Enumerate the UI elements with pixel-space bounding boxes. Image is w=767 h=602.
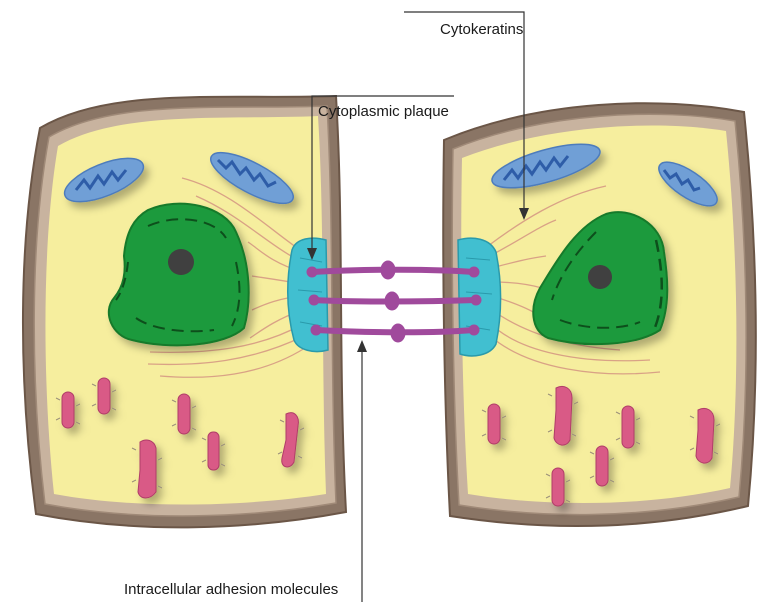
- adhesion-molecules: [307, 261, 481, 342]
- adhesion-molecules-leader-arrow: [357, 340, 367, 352]
- left-cytoplasmic-plaque: [288, 238, 328, 351]
- label-intracellular-adhesion-molecules: Intracellular adhesion molecules: [124, 581, 338, 598]
- label-cytokeratins: Cytokeratins: [440, 21, 523, 38]
- label-cytoplasmic-plaque: Cytoplasmic plaque: [318, 103, 449, 120]
- right-nucleolus: [588, 265, 612, 289]
- left-nucleolus: [168, 249, 194, 275]
